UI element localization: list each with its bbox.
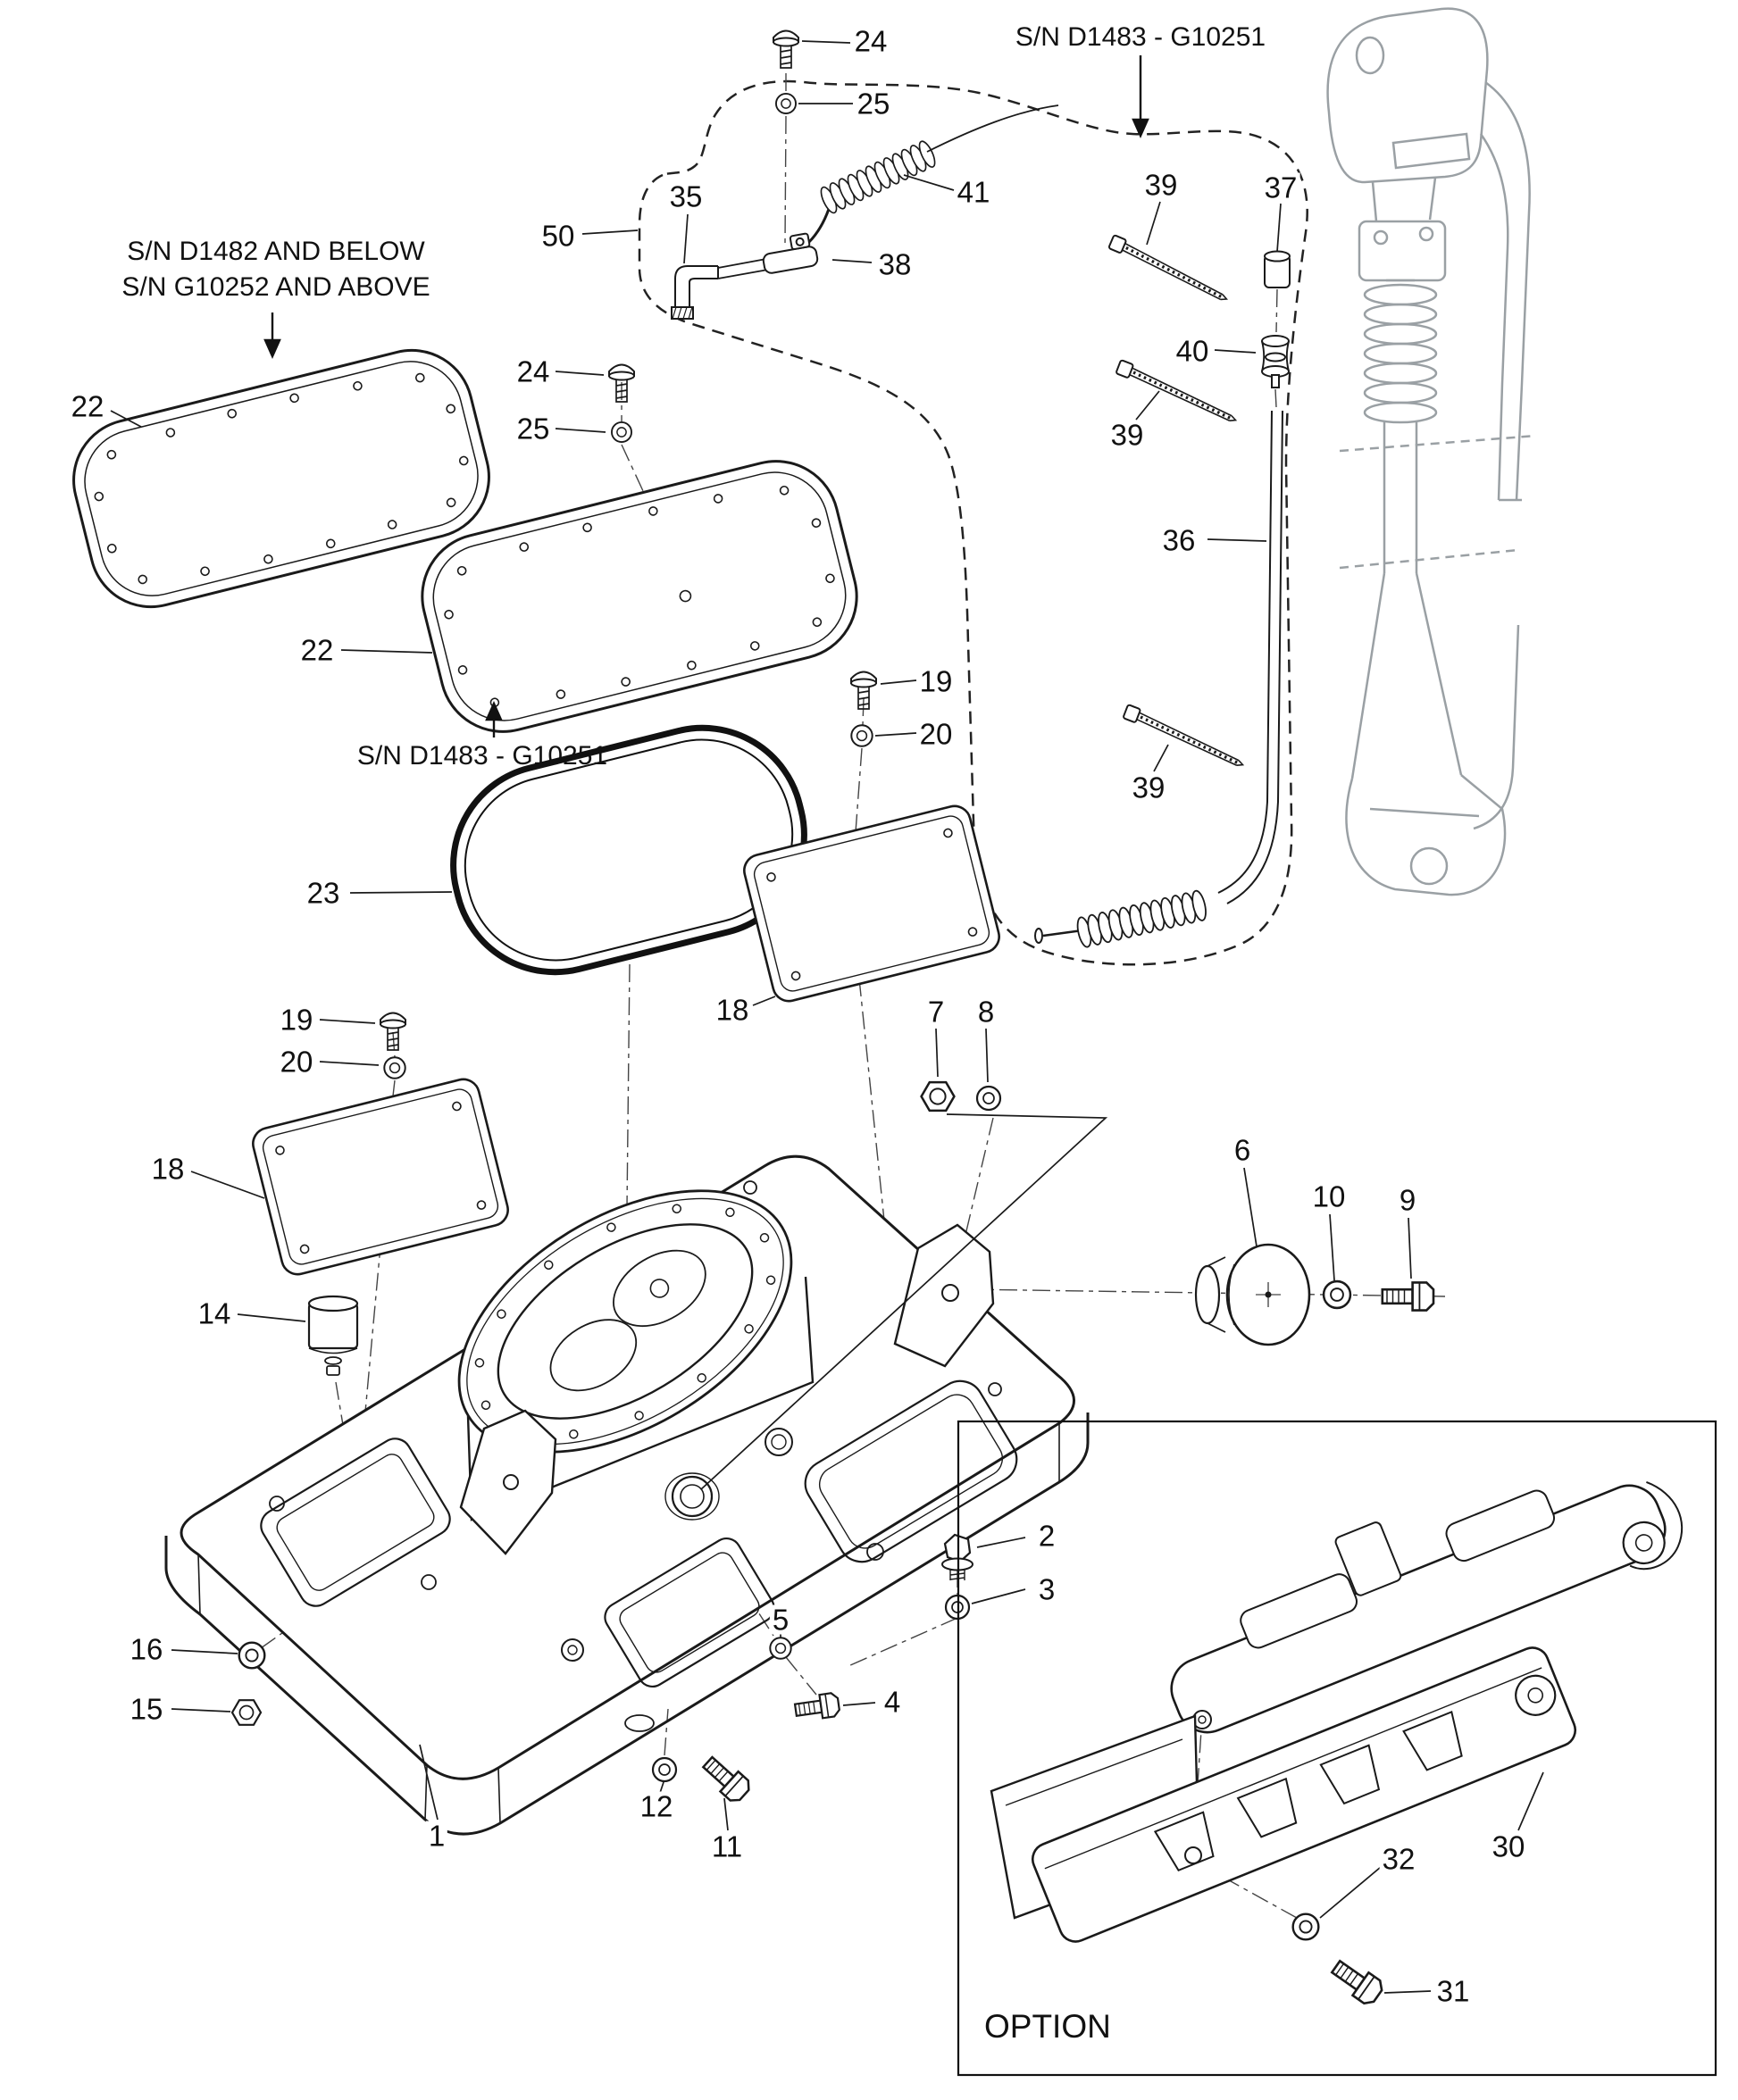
cover-plate-18-right: [743, 804, 1000, 1003]
callout-6: 6: [1231, 1135, 1254, 1165]
cable-tie-39-mid: [1113, 358, 1243, 425]
callout-4: 4: [881, 1687, 904, 1717]
elbow-fitting-35: [671, 265, 719, 320]
callout-36: 36: [1159, 525, 1199, 555]
callout-11: 11: [708, 1831, 746, 1862]
callout-22: 22: [68, 391, 107, 421]
callout-3: 3: [1035, 1574, 1058, 1604]
callout-9: 9: [1396, 1185, 1419, 1215]
callout-8: 8: [974, 996, 998, 1027]
callout-18: 18: [148, 1154, 188, 1184]
callout-7: 7: [924, 996, 948, 1027]
callout-19: 19: [277, 1004, 316, 1035]
callout-22: 22: [297, 635, 337, 665]
callout-20: 20: [277, 1046, 316, 1077]
callout-25: 25: [854, 88, 893, 119]
base-plate-1: [164, 1154, 1090, 1836]
cover-plate-22-lower: [421, 460, 858, 733]
coil-conduit-41: [817, 138, 939, 216]
serial-note-mid: S/N D1483 - G10251: [356, 740, 608, 771]
callout-40: 40: [1173, 336, 1212, 366]
callout-16: 16: [127, 1634, 166, 1664]
rubber-mount-40: [1261, 335, 1290, 388]
dashed-group-boundary: [638, 79, 1308, 966]
throttle-cable-parts: [671, 104, 1291, 949]
serial-arrows: [263, 55, 1149, 738]
callout-31: 31: [1433, 1976, 1473, 2006]
cable-36: [1034, 410, 1283, 944]
cap-14: [307, 1295, 359, 1376]
callout-39: 39: [1141, 170, 1181, 200]
callout-5: 5: [769, 1604, 792, 1635]
callout-25: 25: [514, 413, 553, 444]
serial-note-left: S/N D1482 AND BELOW S/N G10252 AND ABOVE: [121, 234, 430, 305]
serial-note-left-line2: S/N G10252 AND ABOVE: [121, 272, 430, 302]
handle-assembly-ghost: [1326, 7, 1537, 896]
callout-41: 41: [954, 177, 993, 207]
callout-37: 37: [1261, 172, 1300, 203]
leader-lines: [110, 40, 1544, 1994]
option-box: [957, 1420, 1717, 2077]
pin-37: [1264, 250, 1291, 288]
callout-20: 20: [916, 719, 956, 749]
option-pad-upper: [1170, 1481, 1684, 1734]
callout-15: 15: [127, 1694, 166, 1724]
callout-12: 12: [637, 1791, 676, 1821]
callout-50: 50: [539, 221, 578, 251]
shockmount-6: [1194, 1243, 1311, 1346]
serial-note-top: S/N D1483 - G10251: [1015, 21, 1266, 52]
callout-14: 14: [195, 1298, 234, 1329]
callout-10: 10: [1309, 1181, 1349, 1212]
callout-39: 39: [1107, 420, 1147, 450]
cable-tie-39-low: [1120, 703, 1250, 770]
serial-note-left-line1: S/N D1482 AND BELOW: [127, 236, 425, 266]
callout-18: 18: [713, 995, 752, 1025]
cover-plate-22-upper: [72, 348, 490, 609]
callout-23: 23: [304, 878, 343, 908]
gasket-23: [450, 724, 807, 976]
callout-2: 2: [1035, 1521, 1058, 1551]
cable-clamp-38: [762, 232, 819, 274]
callout-38: 38: [875, 249, 915, 279]
cable-tie-39-top: [1105, 233, 1234, 304]
callout-24: 24: [851, 26, 890, 56]
option-pad-lower: [990, 1646, 1577, 1943]
callout-1: 1: [425, 1821, 448, 1851]
callout-35: 35: [666, 181, 706, 212]
callout-24: 24: [514, 356, 553, 387]
housing-flange: [457, 1189, 793, 1454]
cable-36-coil: [1074, 888, 1209, 949]
callout-19: 19: [916, 666, 956, 696]
callout-30: 30: [1489, 1831, 1528, 1862]
callout-32: 32: [1379, 1844, 1418, 1874]
option-label: OPTION: [984, 2008, 1111, 2046]
callout-39: 39: [1129, 772, 1168, 803]
cover-plate-18-left: [252, 1078, 509, 1276]
